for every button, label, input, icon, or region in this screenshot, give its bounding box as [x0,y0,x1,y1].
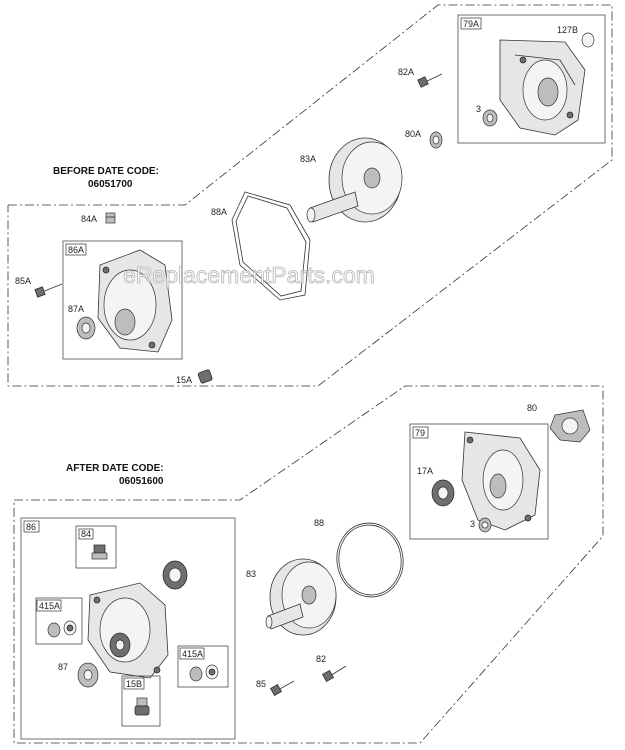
box-86-tag [23,520,40,533]
screw-85 [270,680,295,696]
label-83A: 83A [300,154,316,164]
before-date-code-header: BEFORE DATE CODE: [53,166,159,177]
gasket-80 [549,409,591,443]
plug-84A [105,212,116,224]
label-84: 84 [81,529,91,539]
label-83: 83 [246,569,256,579]
plug-127B [581,32,595,48]
label-80: 80 [527,403,537,413]
box-84-tag [78,528,94,540]
label-86A: 86A [68,245,84,255]
screw-82 [322,665,347,682]
box-79 [409,423,549,540]
box-415A-left-tag [36,599,62,612]
seal-3-before [482,109,498,127]
after-date-code-section: AFTER DATE CODE: 06051600 80 79 17A 3 [13,385,604,744]
drum-83 [265,558,337,636]
plug-15B [134,697,150,716]
label-87: 87 [58,662,68,672]
gasket-88 [336,522,404,598]
label-85: 85 [256,679,266,689]
box-79A-tag [460,17,482,30]
label-127B: 127B [557,25,578,35]
box-15B [121,675,161,727]
box-86A [62,240,183,360]
box-86A-tag [65,243,87,256]
label-84A: 84A [81,214,97,224]
box-79-tag [412,426,429,439]
drum-83A [306,137,403,223]
after-date-code-value: 06051600 [119,476,164,487]
bearing-17A [431,479,455,507]
label-17A: 17A [417,466,433,476]
box-415A-right [177,645,229,688]
label-3-before: 3 [476,104,481,114]
label-415A-left: 415A [39,601,60,611]
fitting-415A-left [47,620,77,638]
label-79A: 79A [463,19,479,29]
seal-3-after [478,517,492,533]
screw-82A [417,73,443,88]
box-86 [20,517,236,740]
box-415A-right-tag [179,647,205,660]
box-15B-tag [123,677,145,690]
label-85A: 85A [15,276,31,286]
label-82A: 82A [398,67,414,77]
fitting-415A-right [189,664,219,682]
label-87A: 87A [68,304,84,314]
label-88: 88 [314,518,324,528]
screw-85A [34,283,63,298]
plug-15A [197,369,213,384]
washer-80A [429,131,443,149]
label-82: 82 [316,654,326,664]
box-84 [75,525,117,569]
plug-84 [91,544,108,560]
box-79A [457,14,606,144]
label-15B: 15B [126,679,142,689]
label-415A-right: 415A [182,649,203,659]
after-section-boundary [13,385,604,744]
label-86: 86 [26,522,36,532]
label-15A: 15A [176,375,192,385]
before-date-code-value: 06051700 [88,179,133,190]
bearing-86 [162,560,188,590]
gear-case-86A [97,249,173,353]
before-date-code-section: BEFORE DATE CODE: 06051700 79A 127B 3 82… [7,4,613,387]
seal-87A [76,316,96,340]
gasket-88A [231,191,311,301]
box-415A-left [35,597,83,645]
before-section-boundary [7,4,613,387]
gear-case-cover-79A [499,39,586,136]
seal-87 [77,662,99,688]
label-79: 79 [415,428,425,438]
watermark: eReplacementParts.com [123,262,375,288]
label-3-after: 3 [470,519,475,529]
label-88A: 88A [211,207,227,217]
gear-case-86 [87,582,169,679]
label-80A: 80A [405,129,421,139]
gear-case-cover-79 [461,431,541,531]
after-date-code-header: AFTER DATE CODE: [66,463,164,474]
